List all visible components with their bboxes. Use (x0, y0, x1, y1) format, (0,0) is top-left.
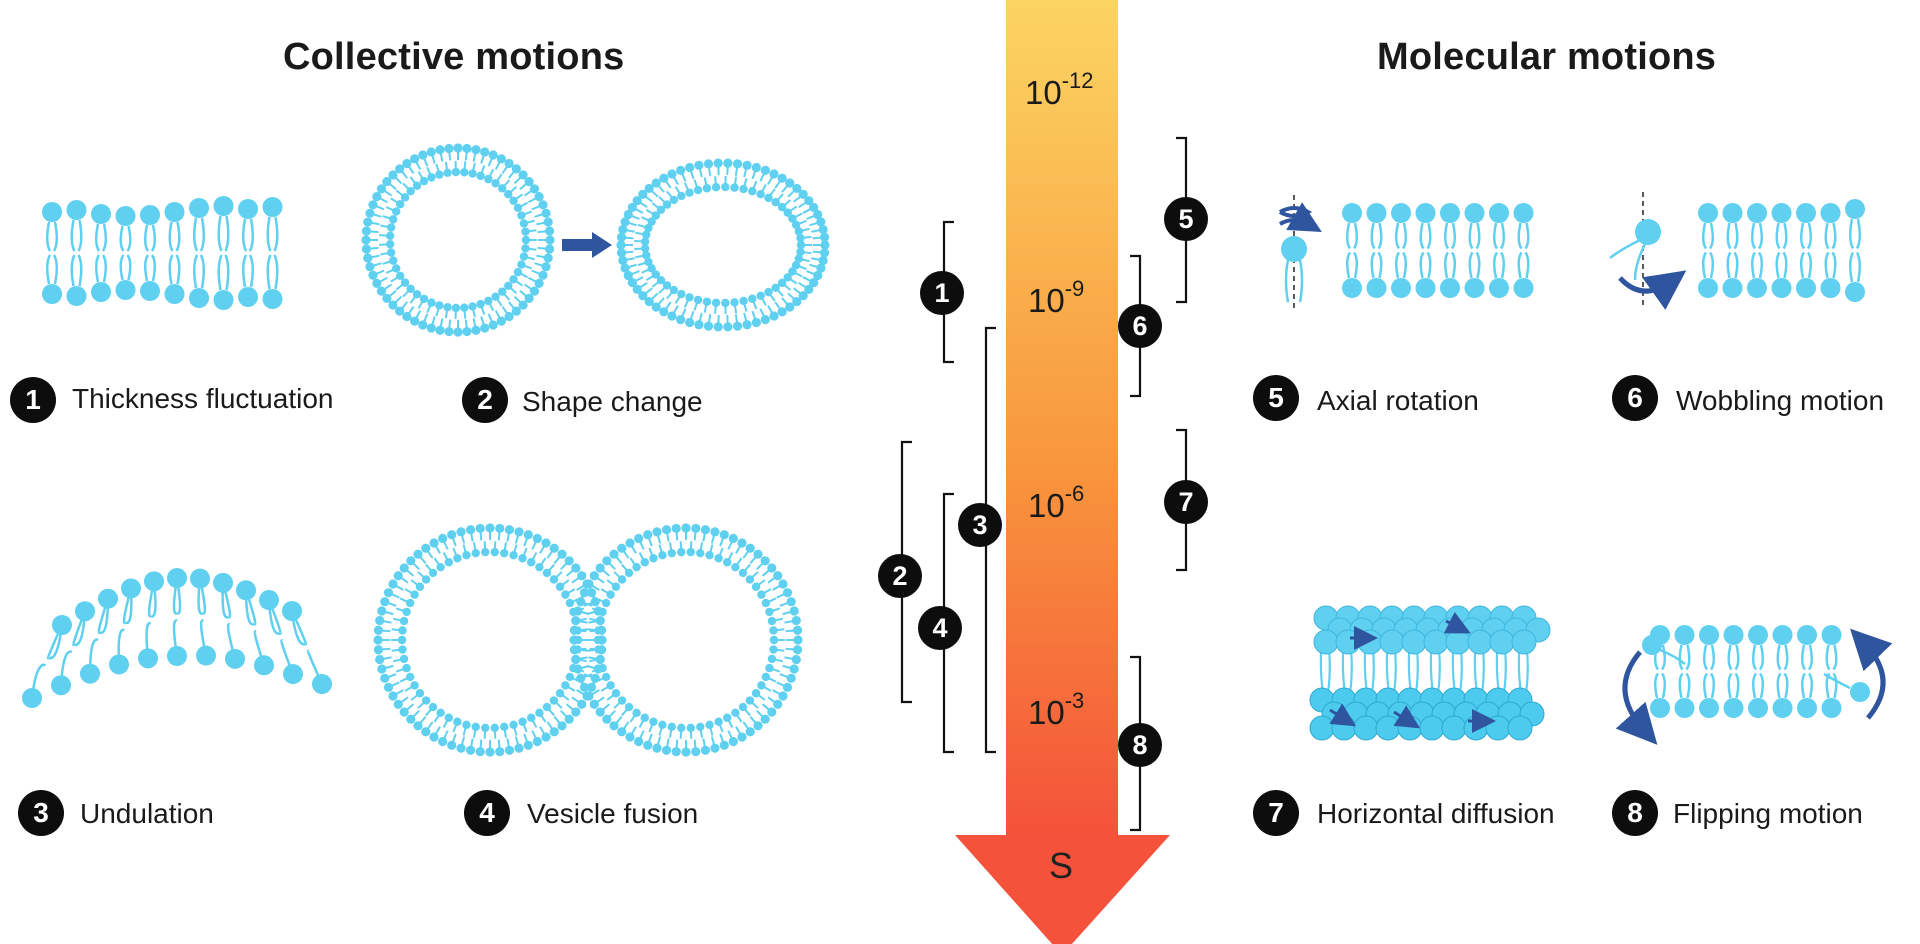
axial-rotation-illustration (1279, 195, 1534, 312)
timescale-arrow (955, 0, 1170, 944)
tick-label-1e-6: 10-6 (1028, 481, 1085, 524)
collective-motions-title: Collective motions (283, 36, 625, 78)
flipping-motion-illustration (1615, 625, 1893, 745)
label-thickness-fluctuation: Thickness fluctuation (72, 383, 334, 414)
bracket-badge-2: 2 (878, 554, 922, 598)
wobbling-motion-illustration (1609, 192, 1865, 310)
badge-6: 6 (1612, 375, 1658, 421)
membrane-illustrations (22, 143, 1893, 757)
undulation-illustration (22, 568, 332, 708)
vesicle-fusion-illustration (373, 523, 803, 757)
badge-4: 4 (464, 790, 510, 836)
label-flipping-motion: Flipping motion (1673, 798, 1863, 829)
bracket-badge-7: 7 (1164, 480, 1208, 524)
time-unit-label: S (1049, 845, 1074, 886)
thickness-fluctuation-illustration (42, 196, 283, 310)
bracket-badge-4: 4 (918, 606, 962, 650)
bracket-badge-6: 6 (1118, 304, 1162, 348)
label-undulation: Undulation (80, 798, 214, 829)
shape-change-illustration (361, 143, 830, 337)
badge-1: 1 (10, 377, 56, 423)
badge-2: 2 (462, 377, 508, 423)
bracket-badge-1: 1 (920, 271, 964, 315)
badge-7: 7 (1253, 790, 1299, 836)
tick-label-1e-12: 10-12 (1025, 68, 1094, 111)
tick-label-1e-9: 10-9 (1028, 276, 1085, 319)
label-horizontal-diffusion: Horizontal diffusion (1317, 798, 1555, 829)
bracket-badge-3: 3 (958, 503, 1002, 547)
label-shape-change: Shape change (522, 386, 703, 417)
badge-3: 3 (18, 790, 64, 836)
horizontal-diffusion-illustration (1309, 605, 1551, 741)
molecular-motions-title: Molecular motions (1377, 36, 1717, 78)
bracket-badge-8: 8 (1118, 723, 1162, 767)
badge-5: 5 (1253, 375, 1299, 421)
label-vesicle-fusion: Vesicle fusion (527, 798, 699, 829)
tick-label-1e-3: 10-3 (1028, 688, 1085, 731)
badge-8: 8 (1612, 790, 1658, 836)
bracket-badge-5: 5 (1164, 197, 1208, 241)
label-wobbling-motion: Wobbling motion (1676, 385, 1885, 416)
label-axial-rotation: Axial rotation (1317, 385, 1479, 416)
